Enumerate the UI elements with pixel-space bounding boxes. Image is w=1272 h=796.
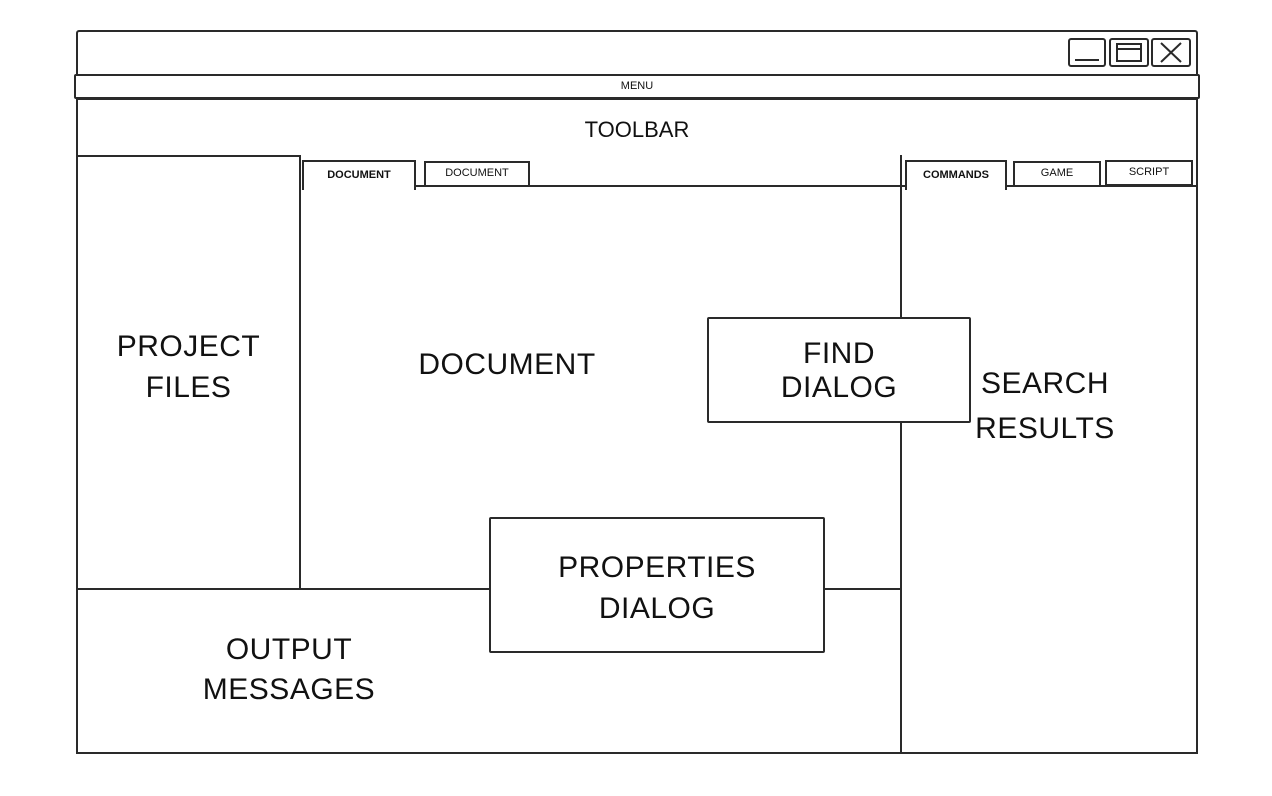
find-dialog-title-line1: FIND — [803, 337, 875, 370]
menu-bar[interactable]: MENU — [74, 74, 1200, 99]
maximize-icon — [1116, 43, 1142, 62]
output-title-line2: MESSAGES — [202, 673, 376, 706]
search-results-title-line2: RESULTS — [975, 412, 1115, 445]
project-files-title-line2: FILES — [145, 371, 232, 404]
find-dialog-title-line2: DIALOG — [780, 371, 898, 404]
properties-dialog-title-line1: PROPERTIES — [558, 551, 756, 584]
project-files-title-line1: PROJECT — [116, 330, 261, 363]
output-messages-panel[interactable]: OUTPUT MESSAGES — [76, 588, 902, 754]
output-title-line1: OUTPUT — [225, 633, 353, 666]
properties-dialog-title-line2: DIALOG — [598, 592, 716, 625]
close-icon — [1160, 42, 1182, 63]
search-results-panel[interactable] — [900, 155, 1198, 754]
tab-commands[interactable]: COMMANDS — [905, 160, 1007, 190]
maximize-button[interactable] — [1109, 38, 1149, 67]
document-title: DOCUMENT — [418, 348, 596, 381]
menu-label: MENU — [620, 80, 654, 92]
properties-dialog[interactable]: PROPERTIES DIALOG — [489, 517, 825, 653]
toolbar-label: TOOLBAR — [584, 117, 690, 142]
tab-game[interactable]: GAME — [1013, 161, 1101, 187]
close-button[interactable] — [1151, 38, 1191, 67]
tab-document-2[interactable]: DOCUMENT — [424, 161, 530, 187]
tab-script[interactable]: SCRIPT — [1105, 160, 1193, 186]
find-dialog[interactable]: FIND DIALOG — [707, 317, 971, 423]
tab-document-1[interactable]: DOCUMENT — [302, 160, 416, 190]
search-results-title-line1: SEARCH — [980, 367, 1110, 400]
minimize-button[interactable] — [1068, 38, 1106, 67]
minimize-icon — [1075, 59, 1099, 61]
project-files-panel[interactable]: PROJECT FILES — [76, 155, 301, 590]
document-tab-strip-line — [413, 185, 902, 187]
toolbar[interactable]: TOOLBAR — [76, 98, 1198, 157]
